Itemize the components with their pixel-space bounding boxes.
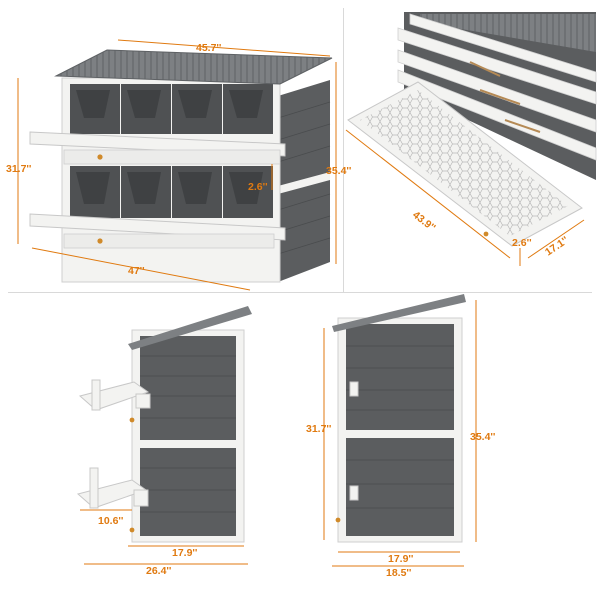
horizontal-divider bbox=[8, 292, 592, 293]
side-upper-perch bbox=[78, 379, 151, 411]
back-outer-width-label: 18.5'' bbox=[386, 567, 411, 579]
back-roof bbox=[332, 294, 466, 332]
tray-gap-label: 2.6'' bbox=[512, 237, 532, 249]
back-inner-width-label: 17.9'' bbox=[388, 553, 413, 565]
back-height-left-label: 31.7'' bbox=[306, 423, 331, 435]
side-roof bbox=[128, 306, 252, 350]
front-roof bbox=[54, 49, 333, 85]
side-view: 10.6'' 17.9'' 26.4'' bbox=[76, 306, 252, 577]
front-view: 45.7'' 31.7'' 35.4'' 2.6'' 47'' bbox=[6, 39, 351, 291]
front-height-right-label: 35.4'' bbox=[326, 165, 351, 177]
tray-view: 43.9'' 2.6'' 17.1'' bbox=[345, 12, 597, 266]
front-height-left-label: 31.7'' bbox=[6, 163, 31, 175]
tray-length-label: 43.9'' bbox=[410, 209, 437, 234]
side-outer-width-label: 26.4'' bbox=[146, 565, 171, 577]
vertical-divider bbox=[343, 8, 344, 292]
back-height-right-label: 35.4'' bbox=[470, 431, 495, 443]
side-inner-width-label: 17.9'' bbox=[172, 547, 197, 559]
front-width-bottom-label: 47'' bbox=[128, 265, 145, 277]
front-width-top-label: 45.7'' bbox=[196, 42, 221, 54]
bottom-perch bbox=[29, 213, 286, 241]
side-lower-perch bbox=[76, 467, 149, 509]
bottom-nest-row bbox=[70, 166, 273, 218]
front-gap-label: 2.6'' bbox=[248, 181, 268, 193]
back-view: 31.7'' 35.4'' 17.9'' 18.5'' bbox=[306, 294, 495, 579]
side-perch-label: 10.6'' bbox=[98, 515, 123, 527]
top-nest-row bbox=[70, 84, 273, 134]
tray-mesh bbox=[360, 90, 568, 236]
